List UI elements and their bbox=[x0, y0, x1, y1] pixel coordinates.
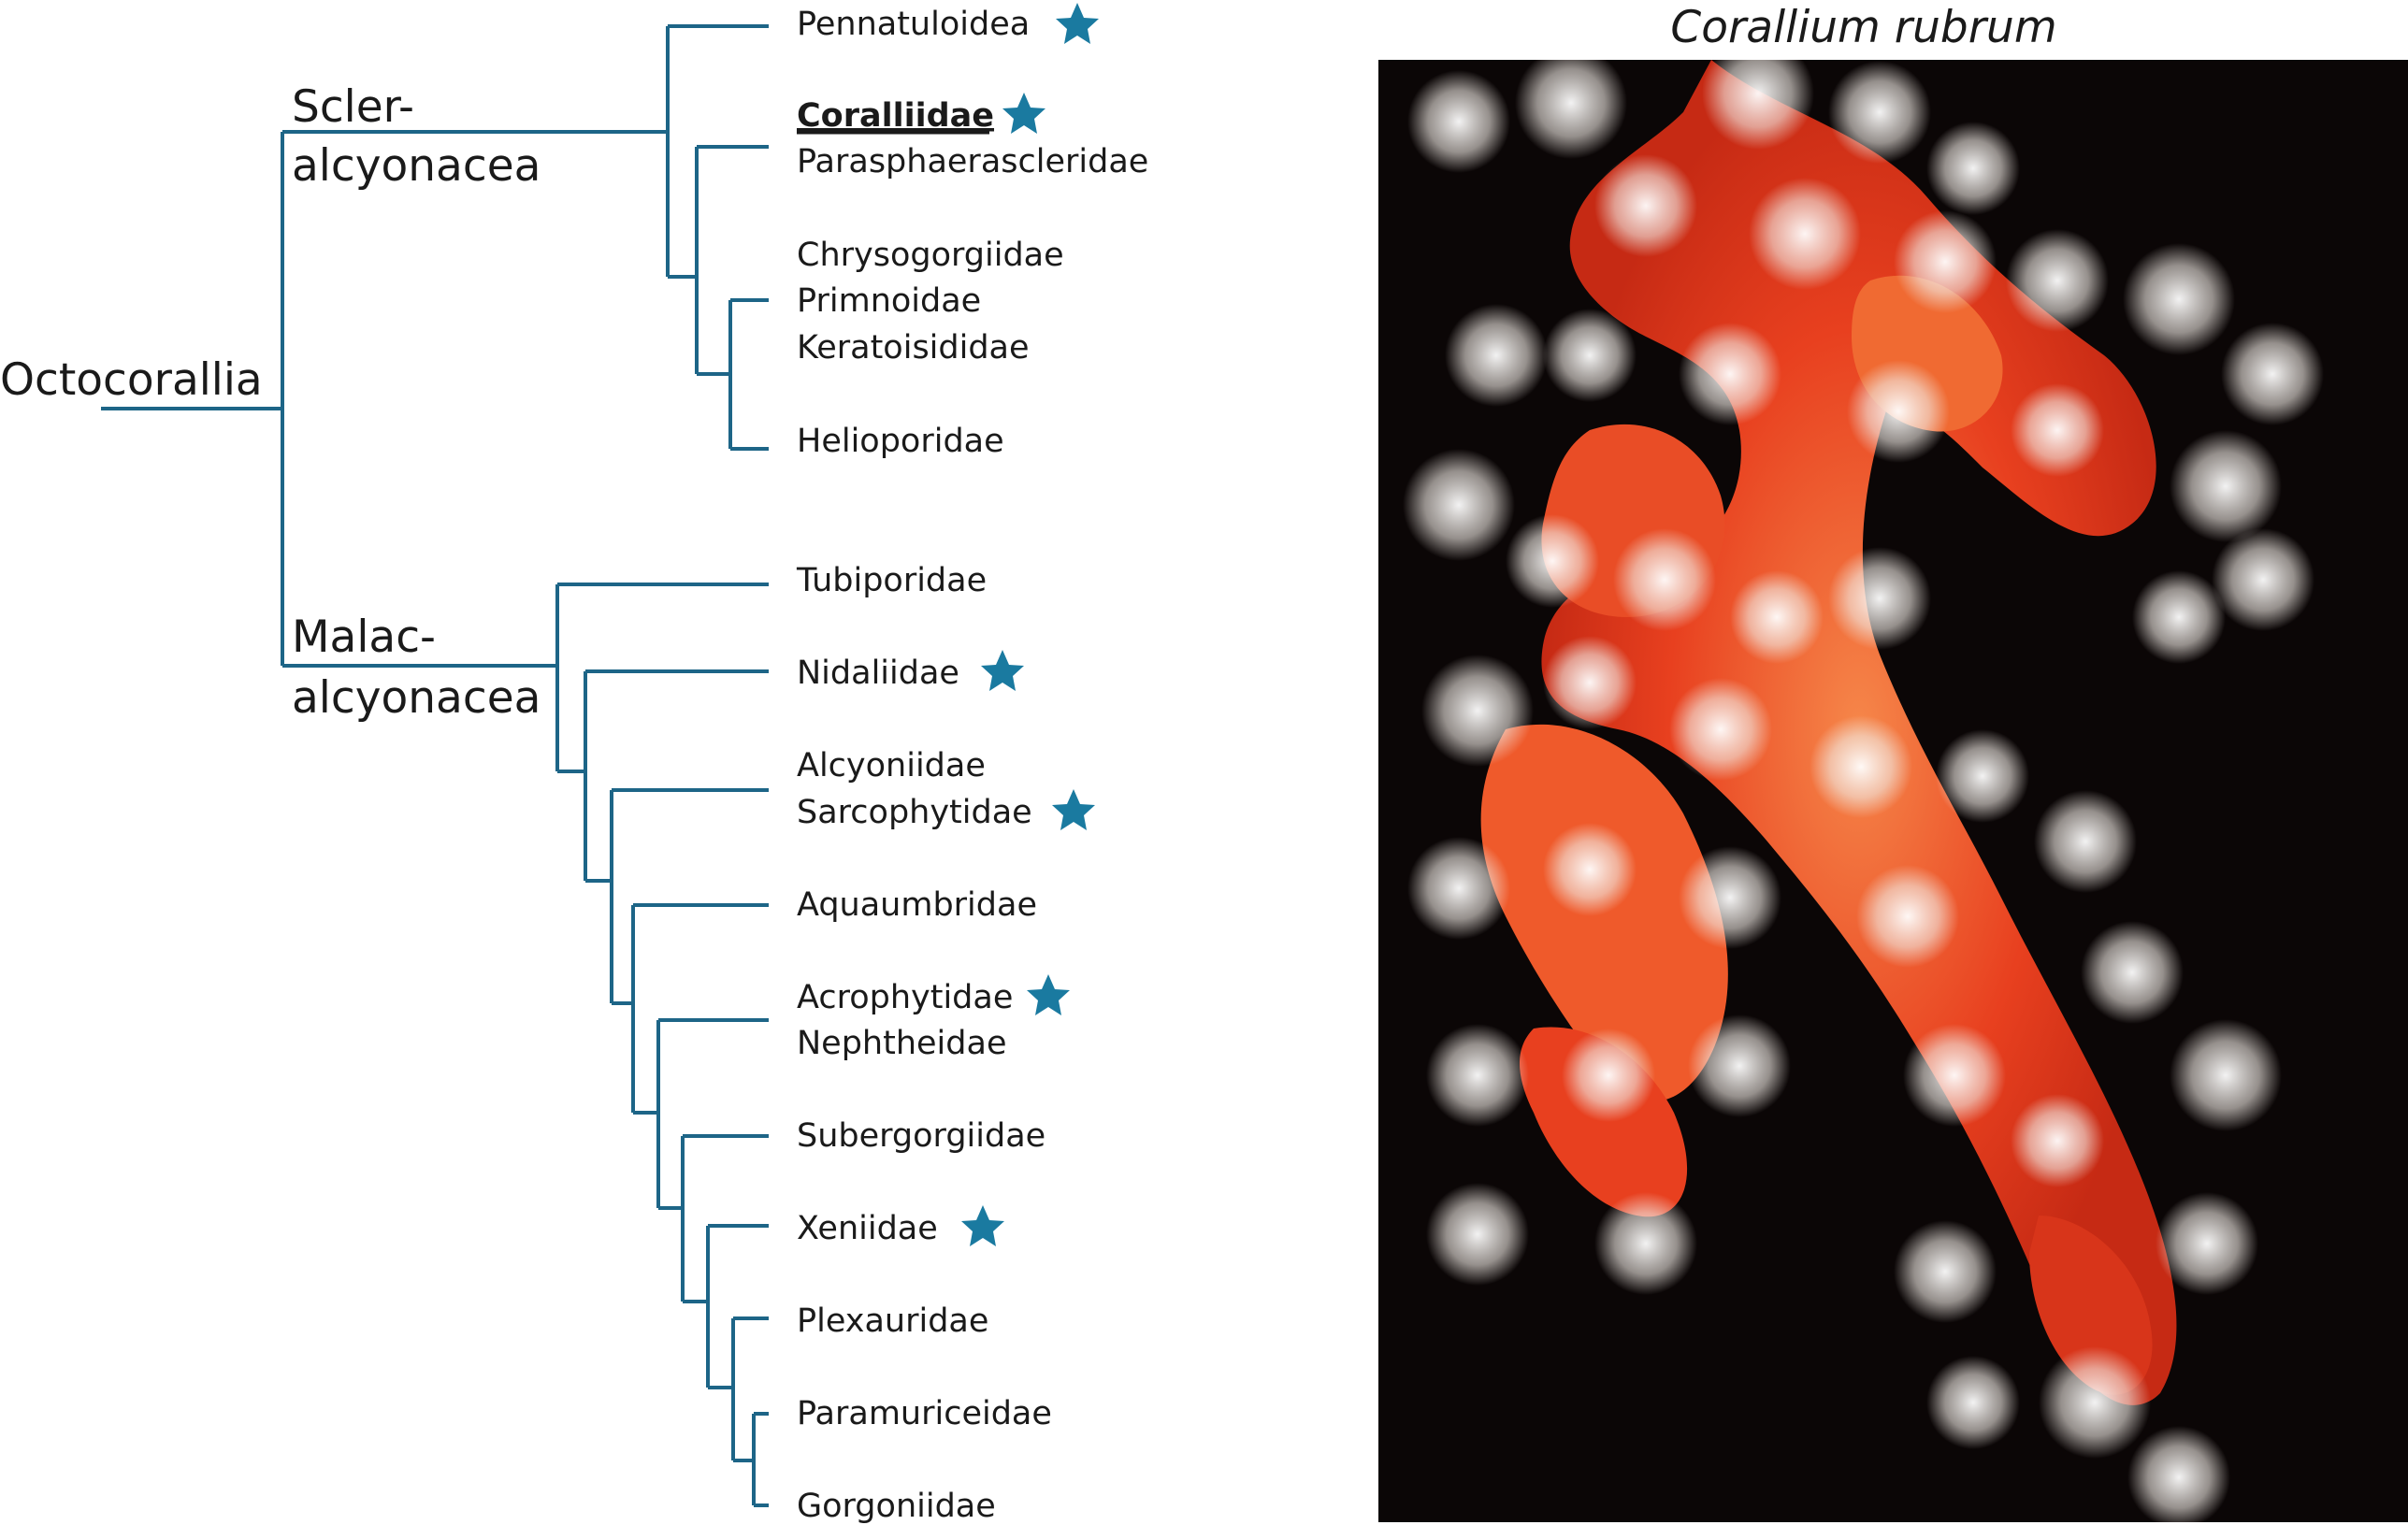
clade-label-scler-line1: Scler- bbox=[292, 81, 414, 133]
taxon-parasphaerascleridae: Parasphaerascleridae bbox=[797, 143, 1148, 180]
star-markers bbox=[961, 3, 1099, 1246]
taxon-xeniidae: Xeniidae bbox=[797, 1210, 938, 1247]
root-label: Octocorallia bbox=[0, 354, 263, 406]
taxon-paramuriceidae: Paramuriceidae bbox=[797, 1395, 1052, 1432]
taxon-labels: Pennatuloidea Coralliidae Parasphaerascl… bbox=[796, 6, 1148, 1525]
clade-label-scler-line2: alcyonacea bbox=[292, 140, 541, 192]
star-icon bbox=[1052, 789, 1095, 830]
taxon-helioporidae: Helioporidae bbox=[797, 423, 1004, 460]
taxon-sarcophytidae: Sarcophytidae bbox=[797, 794, 1032, 831]
taxon-keratoisididae: Keratoisididae bbox=[797, 329, 1030, 367]
star-icon bbox=[1056, 3, 1099, 44]
taxon-pennatuloidea: Pennatuloidea bbox=[797, 6, 1030, 43]
star-icon bbox=[961, 1205, 1004, 1246]
taxon-subergorgiidae: Subergorgiidae bbox=[797, 1117, 1045, 1155]
taxon-aquaumbridae: Aquaumbridae bbox=[797, 886, 1037, 924]
tree-branches bbox=[101, 24, 769, 1507]
taxon-coralliidae: Coralliidae bbox=[797, 97, 994, 135]
coral-polyps bbox=[1403, 60, 2324, 1522]
clade-label-malac-line1: Malac- bbox=[292, 611, 436, 663]
taxon-primnoidae: Primnoidae bbox=[797, 282, 981, 320]
taxon-nidaliidae: Nidaliidae bbox=[797, 655, 959, 692]
taxon-alcyoniidae: Alcyoniidae bbox=[797, 747, 986, 784]
clade-label-malac-line2: alcyonacea bbox=[292, 672, 541, 724]
coral-photo bbox=[1378, 60, 2408, 1522]
taxon-chrysogorgiidae: Chrysogorgiidae bbox=[797, 237, 1064, 274]
taxon-plexauridae: Plexauridae bbox=[797, 1302, 988, 1340]
star-icon bbox=[981, 650, 1024, 691]
taxon-nephtheidae: Nephtheidae bbox=[797, 1025, 1006, 1062]
photo-title: Corallium rubrum bbox=[1670, 2, 2056, 53]
taxon-gorgoniidae: Gorgoniidae bbox=[797, 1488, 996, 1525]
taxon-tubiporidae: Tubiporidae bbox=[796, 562, 987, 599]
star-icon bbox=[1002, 93, 1045, 134]
star-icon bbox=[1027, 974, 1070, 1015]
taxon-acrophytidae: Acrophytidae bbox=[797, 979, 1013, 1016]
